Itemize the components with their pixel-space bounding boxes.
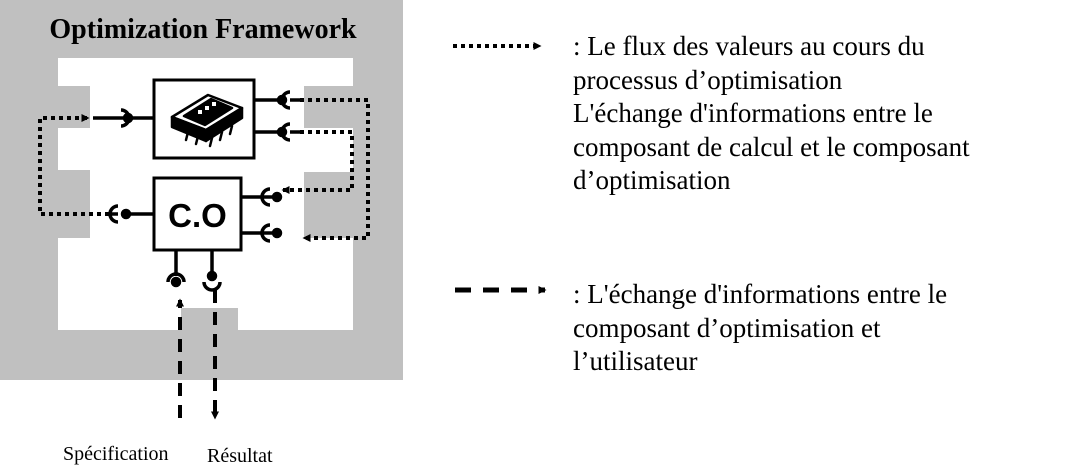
value-flow-arrows — [38, 98, 370, 242]
legend-line: processus d’optimisation — [573, 64, 843, 95]
ports — [93, 90, 300, 292]
legend-user-exchange-text: : L'échange d'informations entre le comp… — [573, 278, 947, 379]
legend-value-flow-text: : Le flux des valeurs au cours du proces… — [573, 30, 970, 198]
component-label: C.O — [168, 197, 227, 234]
legend-line: composant de calcul et le composant — [573, 131, 970, 162]
legend-line: : Le flux des valeurs au cours du — [573, 31, 925, 61]
user-exchange-arrows — [176, 290, 219, 420]
legend-line: d’optimisation — [573, 165, 731, 195]
microchip-icon — [170, 93, 244, 148]
legend-line: l’utilisateur — [573, 346, 698, 376]
legend-line: : L'échange d'informations entre le — [573, 279, 948, 309]
input-label: Spécification — [63, 443, 169, 465]
framework-title: Optimization Framework — [49, 14, 357, 45]
legend-line: L'échange d'informations entre le — [573, 98, 933, 128]
output-label: Résultat — [207, 445, 273, 467]
legend-line: composant d’optimisation et — [573, 312, 881, 343]
